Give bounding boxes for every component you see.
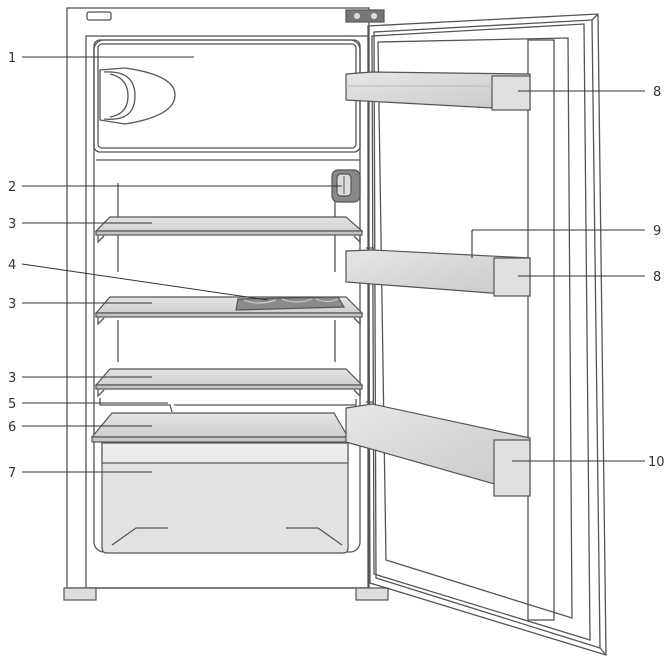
crisper-cover-shelf[interactable]	[90, 412, 350, 443]
cabinet	[63, 7, 389, 601]
door-bin-middle[interactable]	[345, 230, 531, 297]
shelf-lower[interactable]	[94, 368, 364, 398]
callout-8-middle: 8	[653, 270, 661, 285]
callout-1: 1	[8, 51, 16, 66]
leader-lines	[21, 56, 645, 473]
door-bottle-bin[interactable]	[345, 403, 531, 497]
callout-6: 6	[8, 420, 16, 435]
door-bin-top[interactable]	[345, 71, 531, 111]
callout-8-top: 8	[653, 85, 661, 100]
callout-4: 4	[8, 258, 16, 273]
rear-rails	[96, 159, 360, 362]
crisper-drawer[interactable]	[101, 442, 349, 554]
condensate-channel	[99, 398, 357, 413]
callout-5: 5	[8, 397, 16, 412]
shelf-top[interactable]	[94, 216, 364, 244]
callout-3-middle: 3	[8, 297, 16, 312]
door[interactable]	[366, 13, 607, 656]
callout-2: 2	[8, 180, 16, 195]
callout-7: 7	[8, 466, 16, 481]
callout-10: 10	[648, 455, 665, 470]
callout-3-lower: 3	[8, 371, 16, 386]
egg-tray[interactable]	[235, 296, 346, 311]
callout-9: 9	[653, 224, 661, 239]
callout-3-top: 3	[8, 217, 16, 232]
